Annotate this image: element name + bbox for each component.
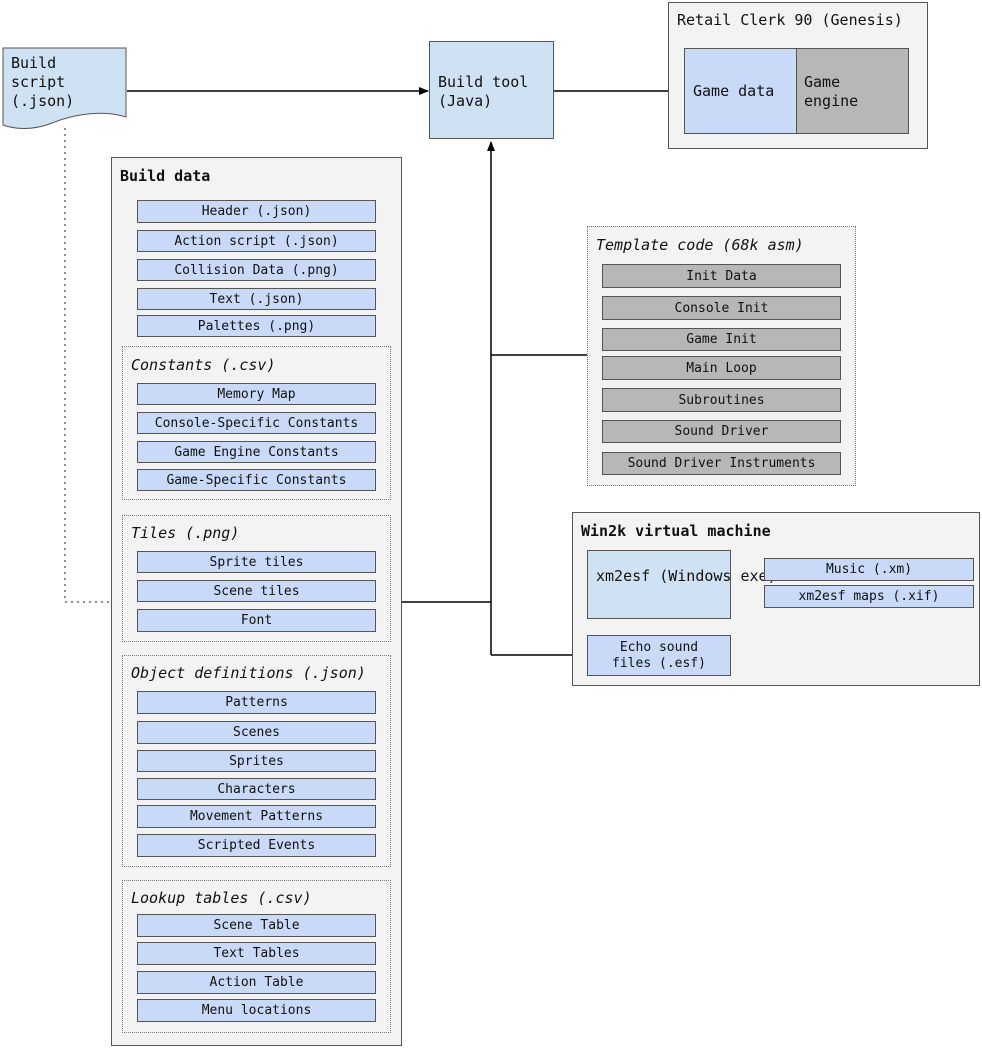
tiles-item-font: Font — [137, 609, 376, 632]
template-item-main-loop: Main Loop — [602, 356, 841, 380]
object-item-scenes: Scenes — [137, 721, 376, 744]
game-engine-label: Game engine — [804, 73, 859, 110]
build-item-collision-data: Collision Data (.png) — [137, 259, 376, 281]
retail-clerk-title: Retail Clerk 90 (Genesis) — [677, 11, 903, 29]
lookup-tables-title: Lookup tables (.csv) — [131, 889, 312, 907]
build-script-shape — [2, 47, 127, 129]
object-item-sprites: Sprites — [137, 750, 376, 772]
build-item-action-script: Action script (.json) — [137, 230, 376, 252]
lookup-tables-group: Lookup tables (.csv) — [122, 880, 391, 1033]
tiles-title: Tiles (.png) — [131, 524, 240, 542]
constants-title: Constants (.csv) — [131, 356, 276, 374]
lookup-item-scene-table: Scene Table — [137, 914, 376, 937]
constants-item-game-engine: Game Engine Constants — [137, 441, 376, 463]
tiles-item-scene: Scene tiles — [137, 580, 376, 602]
build-item-header: Header (.json) — [137, 200, 376, 223]
build-item-palettes: Palettes (.png) — [137, 315, 376, 337]
object-definitions-title: Object definitions (.json) — [131, 664, 366, 682]
vm-item-music: Music (.xm) — [764, 558, 974, 581]
object-item-characters: Characters — [137, 778, 376, 800]
build-data-title: Build data — [120, 167, 211, 185]
constants-item-game-specific: Game-Specific Constants — [137, 469, 376, 491]
build-script-label: Build script (.json) — [11, 54, 75, 110]
template-item-game-init: Game Init — [602, 328, 841, 351]
game-data-node: Game data — [684, 48, 797, 134]
object-item-patterns: Patterns — [137, 691, 376, 714]
template-item-console-init: Console Init — [602, 296, 841, 320]
build-item-text: Text (.json) — [137, 288, 376, 310]
build-tool-node: Build tool (Java) — [429, 41, 554, 139]
xm2esf-node: xm2esf (Windows exe) — [587, 550, 777, 619]
script-to-data-dotted — [64, 128, 112, 603]
template-item-init-data: Init Data — [602, 264, 841, 288]
lookup-item-menu-locations: Menu locations — [137, 999, 376, 1022]
tiles-item-sprite: Sprite tiles — [137, 551, 376, 573]
object-item-scripted-events: Scripted Events — [137, 834, 376, 857]
game-data-label: Game data — [693, 82, 775, 100]
build-tool-label: Build tool (Java) — [438, 73, 529, 110]
constants-group: Constants (.csv) — [122, 346, 391, 500]
constants-item-memory-map: Memory Map — [137, 383, 376, 405]
lookup-item-text-tables: Text Tables — [137, 942, 376, 965]
template-item-sound-driver: Sound Driver — [602, 420, 841, 443]
constants-item-console-specific: Console-Specific Constants — [137, 412, 376, 434]
vm-item-xm2esf-maps: xm2esf maps (.xif) — [764, 585, 974, 608]
win2k-vm-title: Win2k virtual machine — [581, 522, 771, 540]
lookup-item-action-table: Action Table — [137, 971, 376, 994]
object-item-movement-patterns: Movement Patterns — [137, 805, 376, 828]
game-engine-node: Game engine — [796, 48, 909, 134]
object-definitions-group: Object definitions (.json) — [122, 655, 391, 867]
echo-sound-files-node: Echo sound files (.esf) — [587, 635, 731, 676]
template-item-sound-driver-instruments: Sound Driver Instruments — [602, 452, 841, 475]
template-code-title: Template code (68k asm) — [596, 236, 804, 254]
template-item-subroutines: Subroutines — [602, 388, 841, 412]
xm2esf-label: xm2esf (Windows exe) — [596, 567, 777, 585]
tiles-group: Tiles (.png) — [122, 515, 391, 642]
